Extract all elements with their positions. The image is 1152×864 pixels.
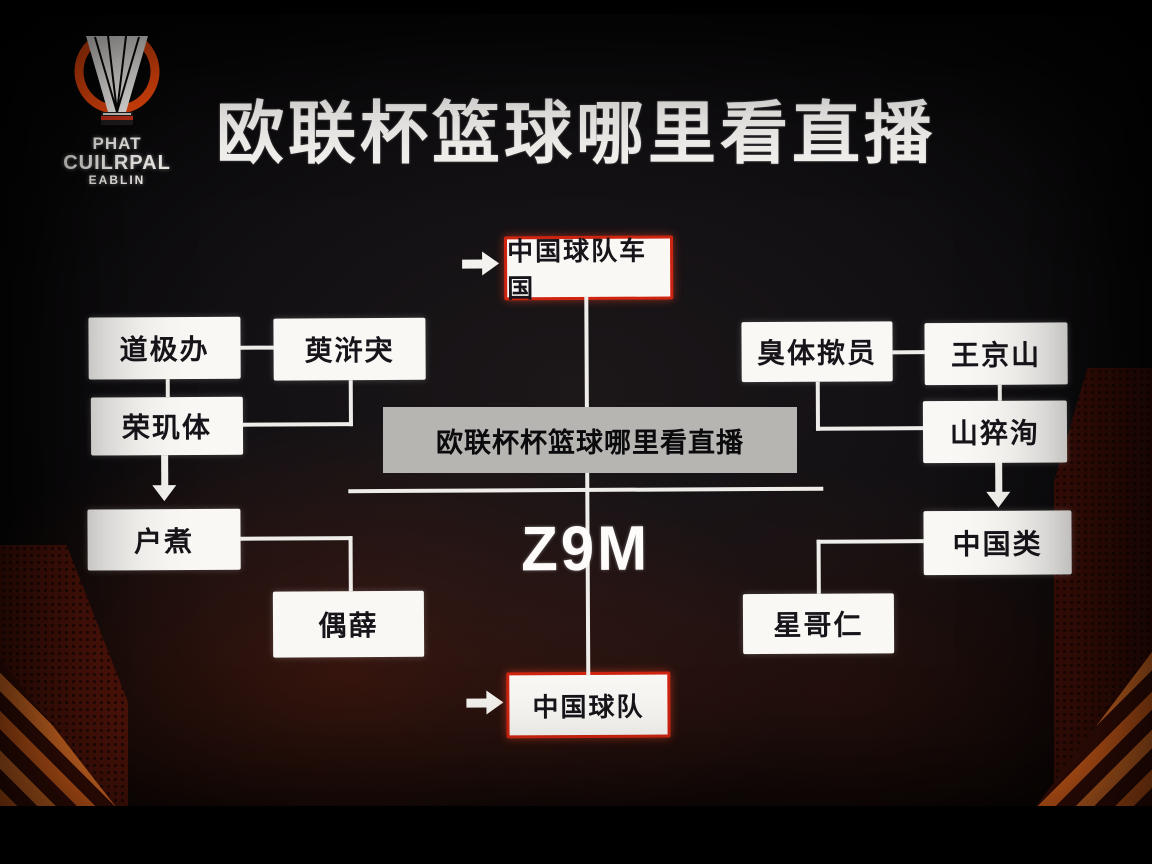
arrow-stem [161, 455, 169, 488]
letterbox-bottom [0, 806, 1152, 864]
node-left-5: 偶薛 [272, 590, 425, 658]
node-bottom: 中国球队 [506, 671, 671, 739]
connector-center-vertical [584, 295, 591, 676]
connector-left-ac [165, 379, 170, 398]
node-left-2-label: 萸浒宊 [304, 334, 395, 367]
letterbox-top [0, 0, 1152, 14]
connector-left-d-right [240, 536, 353, 541]
node-bottom-label: 中国球队 [532, 691, 645, 722]
node-left-2: 萸浒宊 [273, 317, 426, 381]
logo-text-line2: CUILRPAL [63, 151, 171, 174]
node-left-1: 道极办 [88, 316, 241, 380]
node-right-3: 山猝洵 [922, 400, 1068, 464]
arrow-head [486, 690, 504, 715]
connector-right-i-left [816, 539, 924, 544]
page-title: 欧联杯篮球哪里看直播 [215, 96, 936, 172]
connector-right-gh [997, 384, 1002, 401]
node-right-5-label: 星哥仁 [773, 609, 864, 641]
overlay-caption-text: 欧联杯杯篮球哪里看直播 [436, 427, 744, 458]
connector-left-b-down [348, 380, 353, 427]
connector-right-f-down [815, 381, 820, 431]
node-left-3-label: 荣玑体 [121, 411, 213, 444]
arrow-head [482, 251, 500, 276]
connector-left-b-c [242, 422, 353, 427]
node-left-5-label: 偶薛 [318, 610, 379, 642]
connector-left-d-e [348, 536, 353, 592]
arrow-stem [466, 698, 488, 708]
node-left-1-label: 道极办 [119, 333, 210, 366]
node-right-1: 臭体揿员 [741, 321, 893, 383]
node-top: 中国球队车国 [503, 235, 674, 303]
logo-text-line1: PHAT [92, 134, 142, 153]
logo-text-line3: EABLIN [88, 172, 146, 187]
connector-left-ab [240, 345, 274, 350]
node-left-4-label: 户煮 [133, 525, 195, 557]
arrow-stem [462, 259, 484, 269]
center-code-label: Z9M [520, 512, 651, 584]
arrow-stem [995, 461, 1003, 494]
node-right-4-label: 中国类 [952, 528, 1043, 561]
node-right-4: 中国类 [923, 510, 1072, 576]
connector-right-fg [892, 350, 925, 355]
node-right-5: 星哥仁 [742, 593, 895, 655]
node-right-1-label: 臭体揿员 [756, 337, 878, 370]
node-left-4: 户煮 [87, 508, 241, 571]
node-right-2: 王京山 [924, 322, 1068, 386]
connector-right-i-j [816, 539, 821, 594]
overlay-caption: 欧联杯杯篮球哪里看直播 [383, 407, 797, 473]
node-right-3-label: 山猝洵 [949, 417, 1041, 450]
node-left-3: 荣玑体 [90, 396, 244, 456]
tournament-logo: PHAT CUILRPAL EABLIN [52, 26, 182, 186]
node-top-label: 中国球队车国 [506, 235, 648, 304]
arrow-head [986, 491, 1011, 508]
europa-trophy-icon [74, 35, 160, 125]
arrow-head [152, 485, 177, 502]
connector-right-f-h [815, 426, 923, 431]
node-right-2-label: 王京山 [951, 339, 1042, 372]
